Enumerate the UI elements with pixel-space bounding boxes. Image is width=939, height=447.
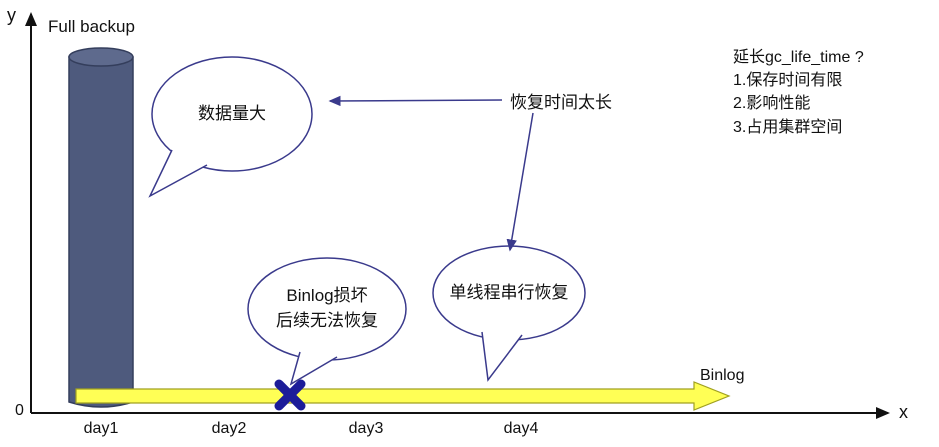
day1-label: day1 xyxy=(83,420,119,437)
bubble-data-volume-text: 数据量大 xyxy=(198,103,266,123)
bubble-single-thread-text: 单线程串行恢复 xyxy=(449,282,569,302)
bubble-single-thread xyxy=(432,245,586,382)
bubble-data-volume xyxy=(148,56,313,198)
arrow-recovery-to-data-volume xyxy=(328,95,503,107)
day3-label: day3 xyxy=(348,420,384,437)
full-backup-cylinder-icon xyxy=(68,47,134,408)
bubble-binlog-corrupt-text: Binlog损坏 后续无法恢复 xyxy=(247,282,407,336)
recovery-too-long-label: 恢复时间太长 xyxy=(510,93,612,112)
binlog-timeline-arrow xyxy=(75,381,731,411)
binlog-corruption-cross-icon xyxy=(274,379,306,411)
bubble-binlog-corrupt-line1: Binlog损坏 xyxy=(286,286,368,306)
y-axis-label: y xyxy=(7,5,16,25)
gc-panel-item-1: 1.保存时间有限 xyxy=(733,72,843,90)
gc-panel-title: 延长gc_life_time ? xyxy=(733,49,864,66)
bubble-binlog-corrupt xyxy=(247,257,407,386)
arrow-recovery-to-single-thread xyxy=(506,112,534,252)
binlog-label: Binlog xyxy=(700,367,745,384)
gc-life-time-panel: 延长gc_life_time ? 1.保存时间有限 2.影响性能 3.占用集群空… xyxy=(733,46,864,139)
gc-panel-item-2: 2.影响性能 xyxy=(733,95,811,113)
full-backup-label: Full backup xyxy=(48,17,135,36)
origin-label: 0 xyxy=(15,402,24,419)
x-axis-label: x xyxy=(899,402,908,422)
gc-panel-item-3: 3.占用集群空间 xyxy=(733,118,843,136)
day4-label: day4 xyxy=(503,420,539,437)
bubble-binlog-corrupt-line2: 后续无法恢复 xyxy=(276,311,378,330)
day2-label: day2 xyxy=(211,420,247,437)
